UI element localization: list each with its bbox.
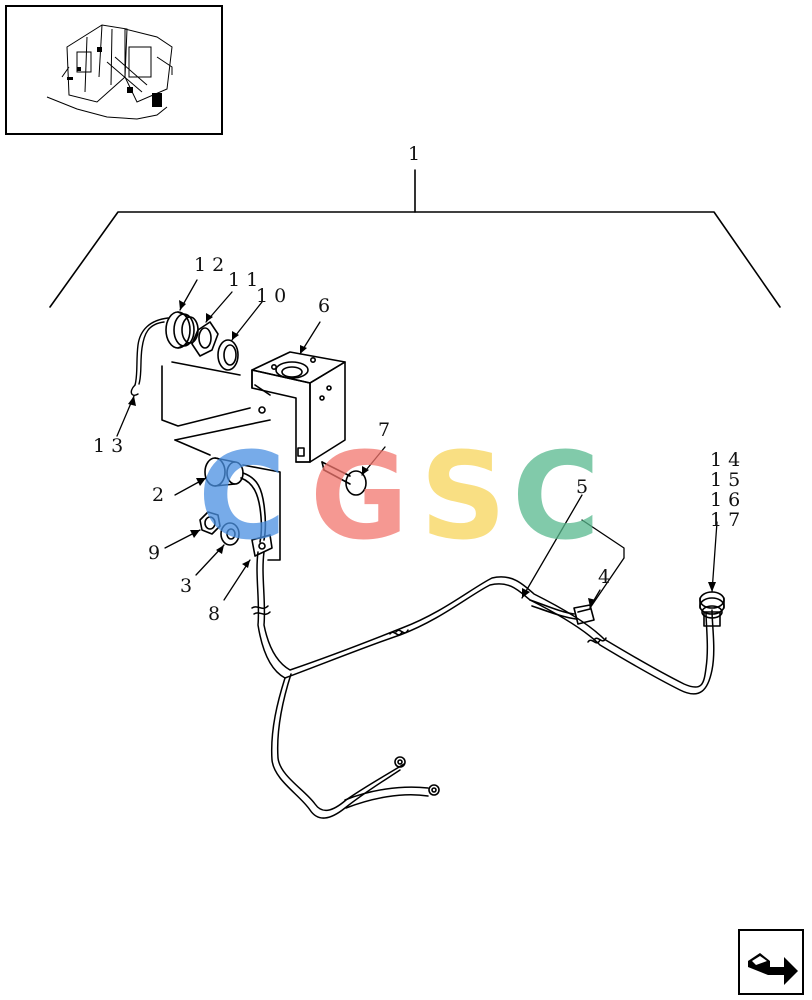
nut-9 [199,511,221,535]
callout-13[interactable]: 13 [93,435,130,457]
callout-9[interactable]: 9 [148,542,167,564]
callout-2[interactable]: 2 [152,484,171,506]
callout-4[interactable]: 4 [598,566,617,588]
callout-3[interactable]: 3 [180,575,199,597]
callout-stack-14-17: 14 15 16 17 [710,450,746,530]
assembly-bracket [49,211,781,308]
callout-1[interactable]: 1 [408,143,427,165]
leader-arrowheads [128,300,716,607]
callout-10[interactable]: 10 [256,285,293,307]
callout-17[interactable]: 17 [710,509,747,531]
callout-6[interactable]: 6 [318,295,337,317]
connector-cap-12 [165,311,199,349]
watermark-letter-4: C [512,428,601,567]
plug-7 [321,461,367,496]
next-page-button[interactable] [738,929,804,995]
callout-12[interactable]: 12 [194,254,231,276]
wiring-harness-5 [251,551,715,819]
socket-2 [204,457,267,543]
callout-15[interactable]: 15 [710,469,747,491]
washer-10 [217,339,239,371]
clip-8 [251,534,273,557]
callout-8[interactable]: 8 [208,603,227,625]
connector-4 [529,599,595,625]
washer-3 [220,522,240,546]
machine-thumbnail-icon [46,24,173,120]
mounting-bracket-6 [251,351,346,463]
callout-7[interactable]: 7 [378,419,397,441]
ground-terminals [394,756,440,796]
watermark-letter-2: G [310,428,409,567]
callout-16[interactable]: 16 [710,489,747,511]
watermark-letter-3: S [420,428,507,567]
plug-14-17 [699,591,725,627]
nut-11 [191,321,219,357]
callout-14[interactable]: 14 [710,449,747,471]
machine-overview-thumbnail[interactable] [5,5,223,135]
next-page-arrow-icon [748,953,798,985]
chain-13 [130,317,169,396]
watermark-letter-1: C [198,428,287,567]
callout-11[interactable]: 11 [228,269,265,291]
callout-5[interactable]: 5 [576,476,595,498]
